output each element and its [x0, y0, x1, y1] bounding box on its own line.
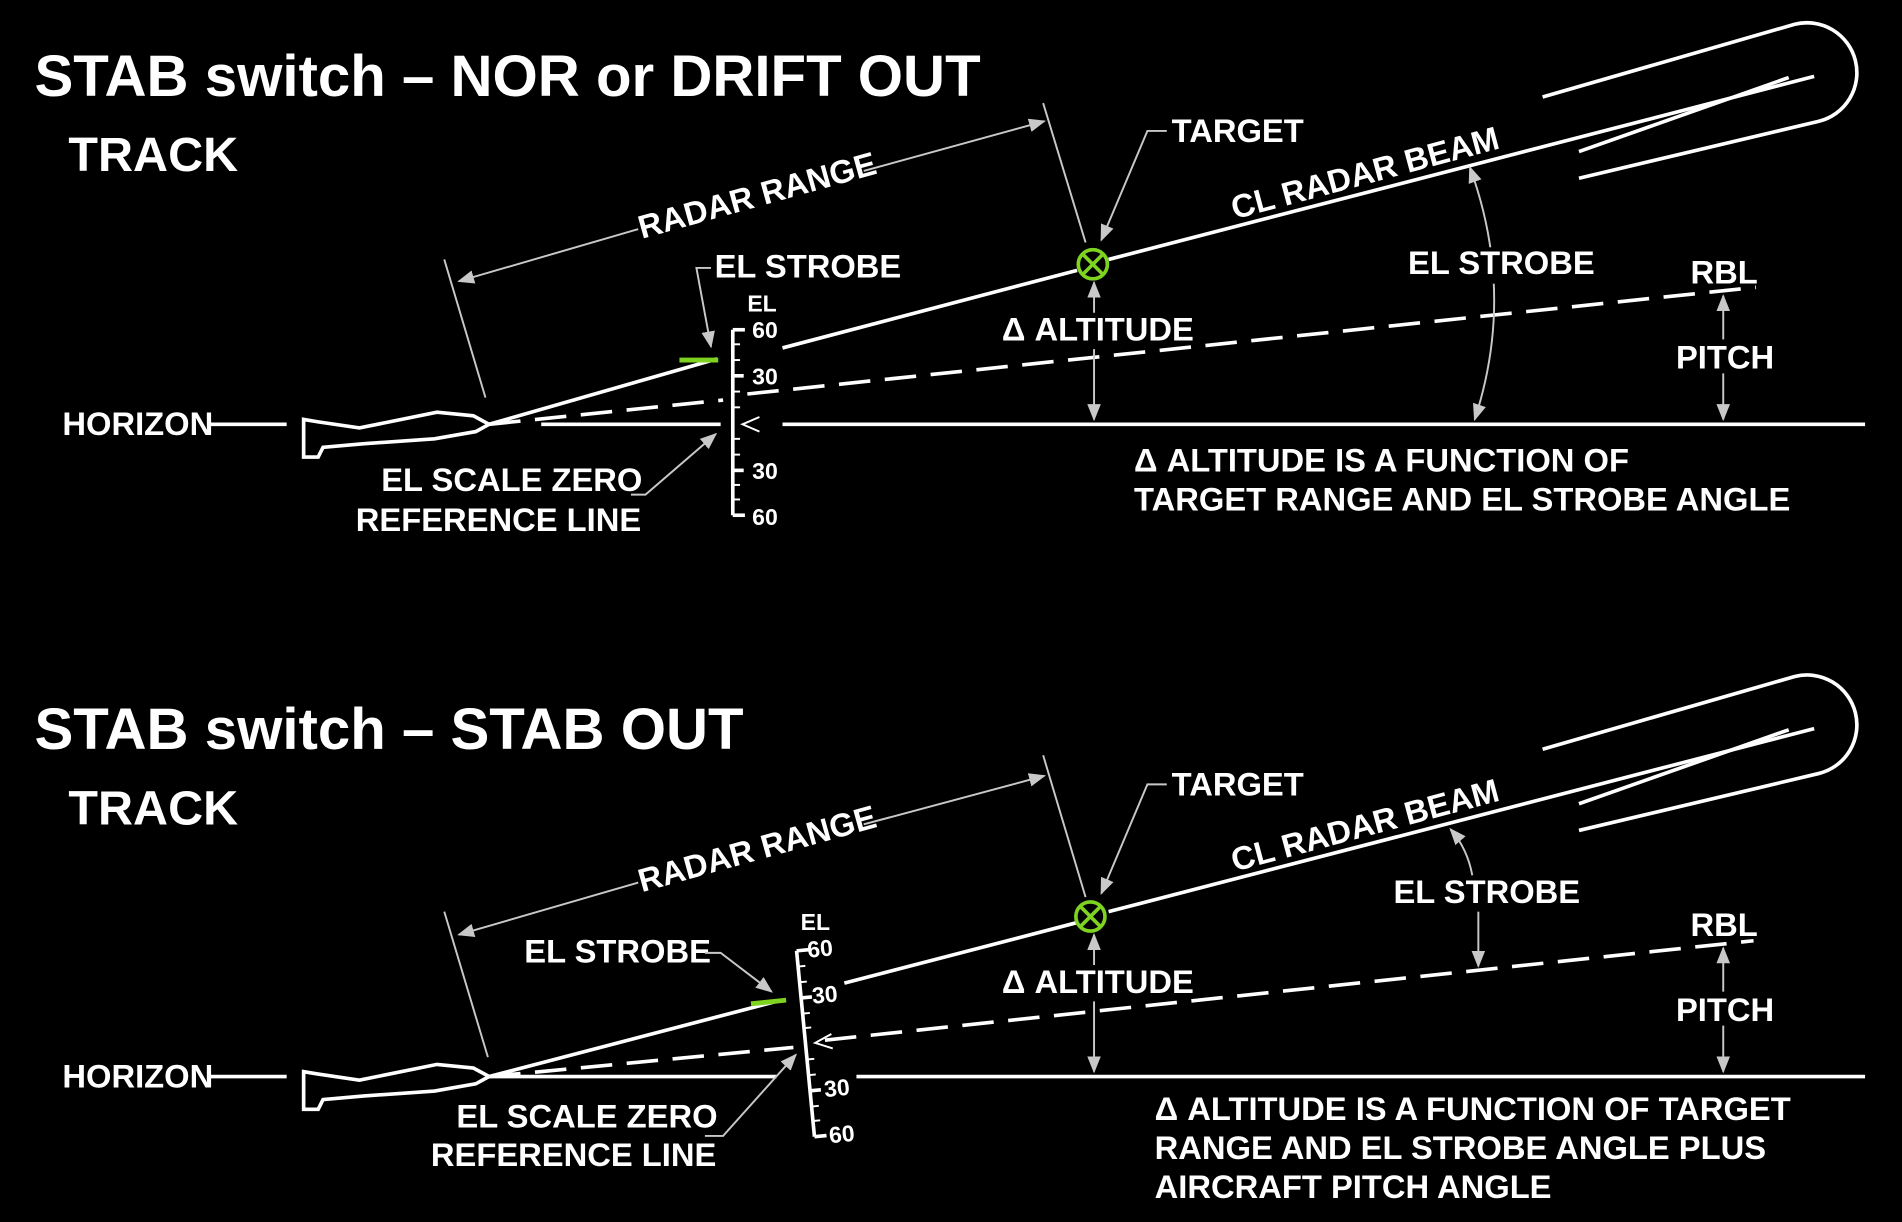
el-tick-30-top: 30	[752, 363, 778, 389]
note-line-1: Δ ALTITUDE IS A FUNCTION OF TARGET	[1155, 1090, 1791, 1127]
el-scale-zero-leader	[630, 432, 718, 496]
radar-range-arrow-left	[457, 228, 639, 284]
radar-range-tick-start	[443, 259, 487, 398]
panel-subtitle: TRACK	[68, 781, 238, 835]
radar-range-tick-start	[443, 911, 489, 1058]
el-strobe-angle-arc	[1468, 165, 1496, 422]
panel-title: STAB switch – NOR or DRIFT OUT	[35, 44, 981, 109]
target-icon	[1076, 247, 1110, 281]
radar-range-tick-end	[1042, 754, 1087, 898]
el-tick-60-top: 60	[806, 934, 834, 962]
el-scale-zero-label-2: REFERENCE LINE	[356, 501, 641, 538]
el-tick-60-bottom: 60	[752, 504, 778, 530]
delta-altitude-label: Δ ALTITUDE	[1002, 311, 1194, 348]
rbl-dashed-near	[488, 398, 724, 427]
radar-beam-line-near	[488, 357, 718, 427]
radar-range-label: RADAR RANGE	[634, 144, 880, 245]
el-scale-zero-label-1: EL SCALE ZERO	[456, 1097, 717, 1134]
note-line-2: TARGET RANGE AND EL STROBE ANGLE	[1134, 480, 1790, 517]
radar-range-arrow-left	[457, 881, 639, 937]
el-scale-title: EL	[747, 291, 776, 317]
el-scale	[794, 947, 834, 1139]
el-tick-30-top: 30	[811, 980, 839, 1008]
el-strobe-arrow-up	[1449, 827, 1474, 876]
radar-range-arrow-right	[863, 773, 1046, 826]
el-strobe-leader	[704, 951, 773, 993]
aircraft-icon	[301, 410, 493, 459]
radar-range-arrow-right	[863, 118, 1046, 172]
radar-beam-lobe	[1542, 20, 1859, 180]
el-tick-60-top: 60	[752, 317, 778, 343]
pitch-label: PITCH	[1676, 991, 1774, 1028]
target-leader	[1100, 783, 1167, 896]
rbl-dashed-line	[824, 938, 1754, 1042]
radar-beam-line-near	[488, 999, 777, 1079]
aircraft-icon	[301, 1062, 493, 1112]
horizon-label: HORIZON	[62, 1057, 213, 1094]
target-icon	[1074, 900, 1107, 933]
radar-beam-line-mid	[843, 920, 1078, 985]
el-scale-zero-leader	[704, 1053, 797, 1137]
note-line-3: AIRCRAFT PITCH ANGLE	[1155, 1168, 1552, 1205]
el-strobe-right-bg	[1401, 247, 1587, 284]
el-strobe-leader	[695, 266, 715, 349]
rbl-label: RBL	[1691, 906, 1758, 943]
radar-beam-lobe-inner	[1578, 728, 1790, 806]
target-label: TARGET	[1172, 112, 1304, 149]
horizon-label: HORIZON	[62, 405, 213, 442]
el-scale-title: EL	[801, 909, 830, 935]
delta-altitude-label: Δ ALTITUDE	[1002, 963, 1194, 1000]
radar-beam-line-far	[1108, 726, 1815, 914]
note-line-1: Δ ALTITUDE IS A FUNCTION OF	[1134, 442, 1629, 479]
el-strobe-right-label: EL STROBE	[1408, 244, 1595, 281]
panel-title: STAB switch – STAB OUT	[35, 697, 744, 762]
el-tick-30-bottom: 30	[823, 1074, 851, 1102]
radar-beam-lobe	[1542, 673, 1859, 833]
note-line-2: RANGE AND EL STROBE ANGLE PLUS	[1155, 1129, 1766, 1166]
el-scale	[730, 327, 760, 518]
panel-subtitle: TRACK	[68, 128, 238, 182]
el-scale-zero-label-1: EL SCALE ZERO	[381, 461, 642, 498]
panel-stab-out: STAB switch – STAB OUT TRACK HORIZON CL …	[35, 673, 1866, 1205]
target-label: TARGET	[1172, 765, 1304, 802]
radar-beam-line-far	[1108, 74, 1815, 262]
el-strobe-label: EL STROBE	[715, 248, 902, 285]
radar-range-label: RADAR RANGE	[634, 798, 880, 899]
target-leader	[1100, 129, 1167, 242]
el-scale-zero-label-2: REFERENCE LINE	[431, 1136, 716, 1173]
el-strobe-right-label: EL STROBE	[1393, 873, 1580, 910]
radar-beam-line-mid	[782, 268, 1078, 350]
panel-nor-drift-out: STAB switch – NOR or DRIFT OUT TRACK HOR…	[35, 20, 1866, 538]
el-tick-30-bottom: 30	[752, 458, 778, 484]
radar-range-tick-end	[1042, 102, 1087, 243]
el-strobe-marker	[750, 997, 787, 1007]
radar-beam-lobe-inner	[1578, 75, 1790, 154]
rbl-dashed-line	[747, 285, 1757, 396]
rbl-dashed-near	[488, 1045, 794, 1079]
rbl-label: RBL	[1691, 254, 1758, 291]
pitch-label: PITCH	[1676, 339, 1774, 376]
el-strobe-label: EL STROBE	[524, 933, 711, 970]
el-tick-60-bottom: 60	[828, 1120, 856, 1148]
